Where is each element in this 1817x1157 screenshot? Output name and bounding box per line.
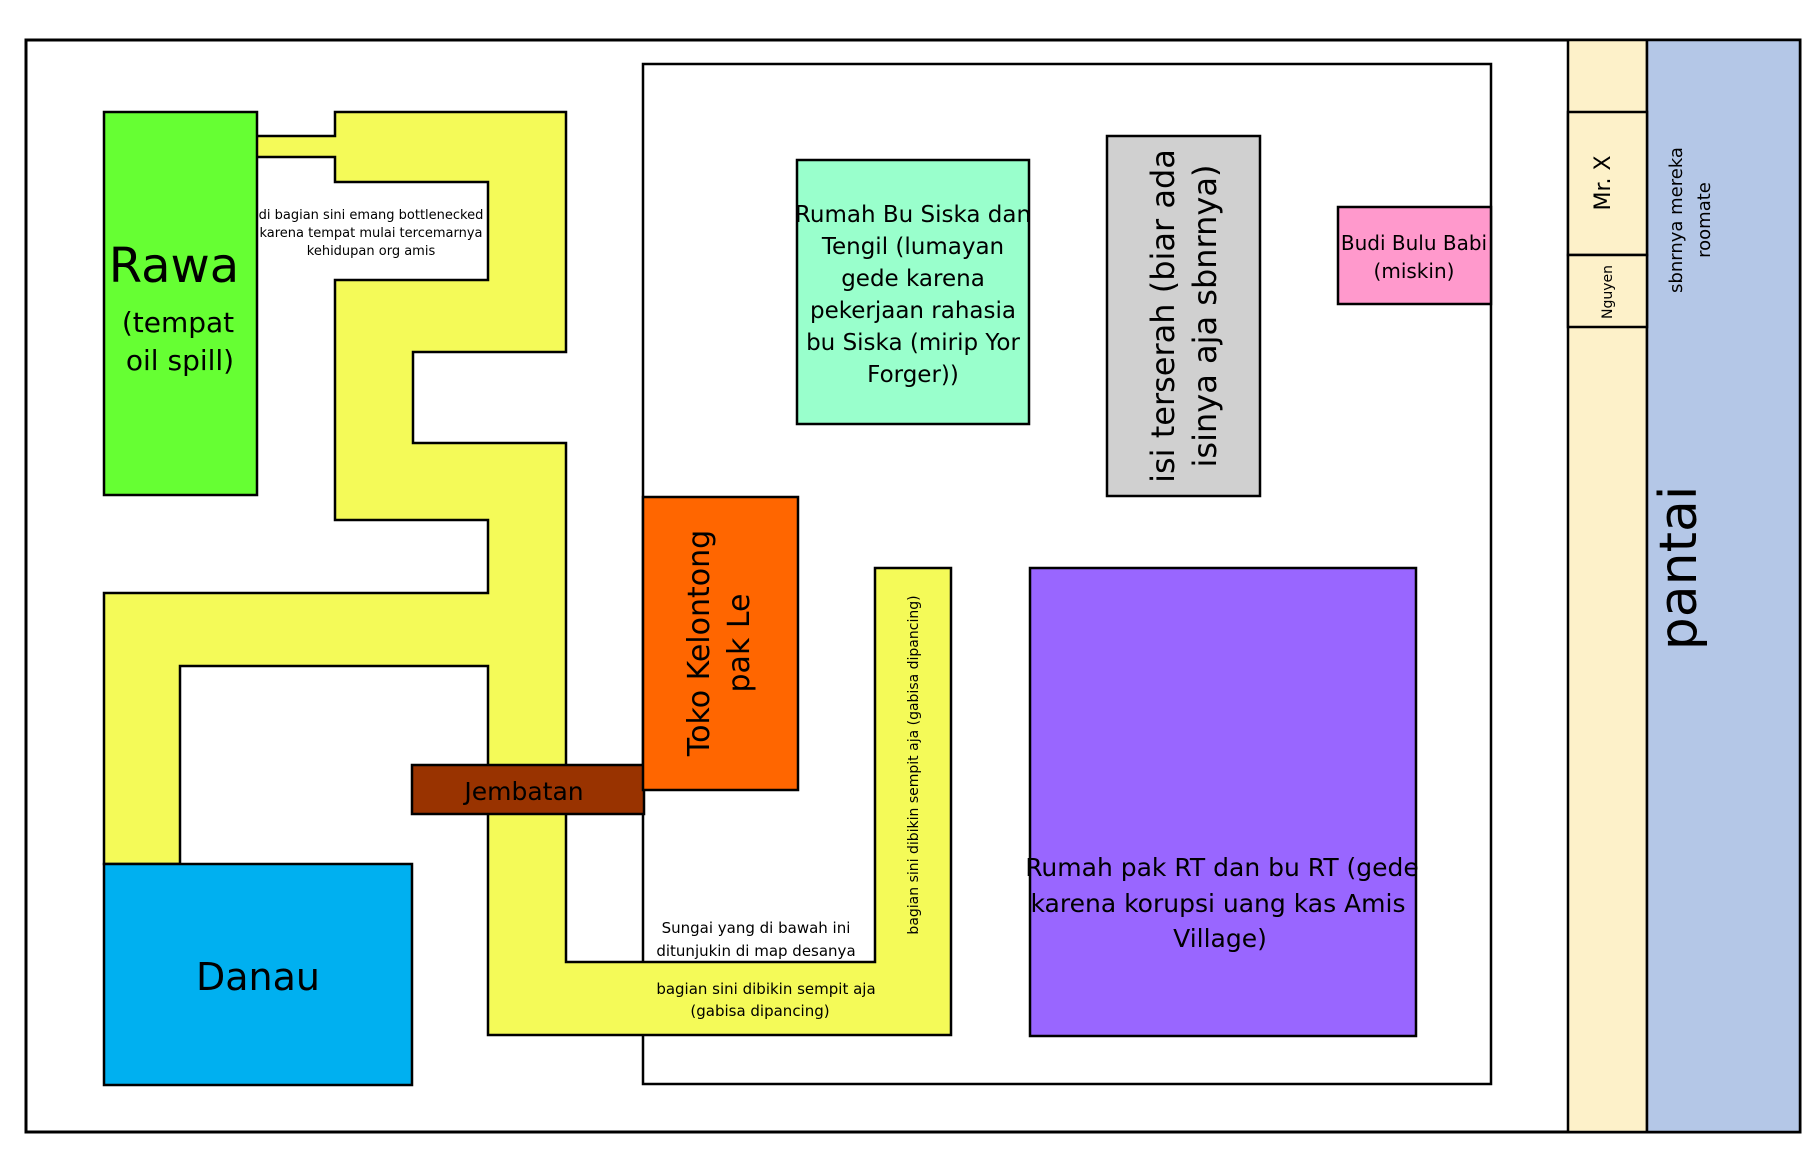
budi-label-line-2: (miskin) bbox=[1374, 259, 1455, 283]
danau-region bbox=[102, 862, 414, 1087]
rumah-bu-siska bbox=[795, 158, 1031, 426]
sempit-bottom-note-line-2: (gabisa dipancing) bbox=[690, 1002, 829, 1020]
toko-kelontong bbox=[641, 495, 800, 792]
rawa-region bbox=[102, 110, 259, 497]
nguyen-label-group: Nguyen bbox=[1600, 265, 1616, 319]
bottleneck-note-line-3: kehidupan org amis bbox=[307, 244, 436, 259]
isi-terserah bbox=[1105, 134, 1262, 498]
mr-x-house bbox=[1566, 110, 1649, 257]
isi-label-line-2: isinya aja sbnrnya) bbox=[1186, 165, 1224, 468]
rt-label-line-3: Village) bbox=[1173, 924, 1267, 953]
budi-bulu-babi bbox=[1336, 205, 1493, 306]
danau-label: Danau bbox=[196, 955, 320, 999]
roommate-note-group: sbnrnya mereka roomate bbox=[1666, 147, 1715, 293]
rumah-pak-rt bbox=[1028, 566, 1418, 1038]
sungai-note-line-2: ditunjukin di map desanya bbox=[656, 942, 855, 960]
rt-label-line-2: karena korupsi uang kas Amis bbox=[1031, 889, 1406, 918]
jembatan-label: Jembatan bbox=[462, 777, 583, 806]
toko-label-line-1: Toko Kelontong bbox=[682, 530, 717, 757]
mr-x-label: Mr. X bbox=[1591, 155, 1616, 210]
toko-label-line-2: pak Le bbox=[722, 594, 757, 693]
bottleneck-note-line-1: di bagian sini emang bottlenecked bbox=[259, 208, 484, 223]
budi-label-line-1: Budi Bulu Babi bbox=[1341, 231, 1487, 255]
bottleneck-note-line-2: karena tempat mulai tercemarnya bbox=[259, 226, 482, 241]
rawa-subtitle-line-2: oil spill) bbox=[126, 344, 234, 377]
rt-label-line-1: Rumah pak RT dan bu RT (gede bbox=[1025, 853, 1419, 882]
nguyen-label: Nguyen bbox=[1600, 265, 1616, 319]
jembatan-bridge bbox=[410, 763, 646, 816]
mr-x-label-group: Mr. X bbox=[1591, 155, 1616, 210]
siska-label-line-1: Rumah Bu Siska dan bbox=[795, 202, 1031, 228]
sempit-vertical-group: bagian sini dibikin sempit aja (gabisa d… bbox=[906, 595, 922, 934]
pantai-label-group: pantai bbox=[1649, 486, 1709, 651]
pantai-water bbox=[1645, 38, 1802, 1134]
siska-label-line-3: gede karena bbox=[841, 266, 985, 292]
siska-label-line-2: Tengil (lumayan bbox=[821, 234, 1004, 260]
sempit-vertical-note: bagian sini dibikin sempit aja (gabisa d… bbox=[906, 595, 922, 934]
rawa-title: Rawa bbox=[109, 238, 239, 294]
pantai-label: pantai bbox=[1649, 486, 1709, 651]
siska-label-line-5: bu Siska (mirip Yor bbox=[806, 330, 1020, 356]
rawa-subtitle-line-1: (tempat bbox=[122, 306, 234, 339]
siska-label-line-6: Forger)) bbox=[867, 362, 959, 388]
roommate-note-line-1: sbnrnya mereka bbox=[1666, 147, 1687, 293]
siska-label-line-4: pekerjaan rahasia bbox=[810, 298, 1016, 324]
toko-label-group: Toko Kelontong pak Le bbox=[682, 530, 757, 757]
isi-label-line-1: isi terserah (biar ada bbox=[1144, 149, 1182, 483]
sempit-bottom-note-line-1: bagian sini dibikin sempit aja bbox=[656, 980, 875, 998]
isi-label-group: isi terserah (biar ada isinya aja sbnrny… bbox=[1144, 149, 1224, 483]
nguyen-house bbox=[1566, 253, 1649, 329]
roommate-note-line-2: roomate bbox=[1694, 182, 1715, 258]
sungai-note-line-1: Sungai yang di bawah ini bbox=[662, 919, 851, 937]
river bbox=[102, 110, 953, 1037]
